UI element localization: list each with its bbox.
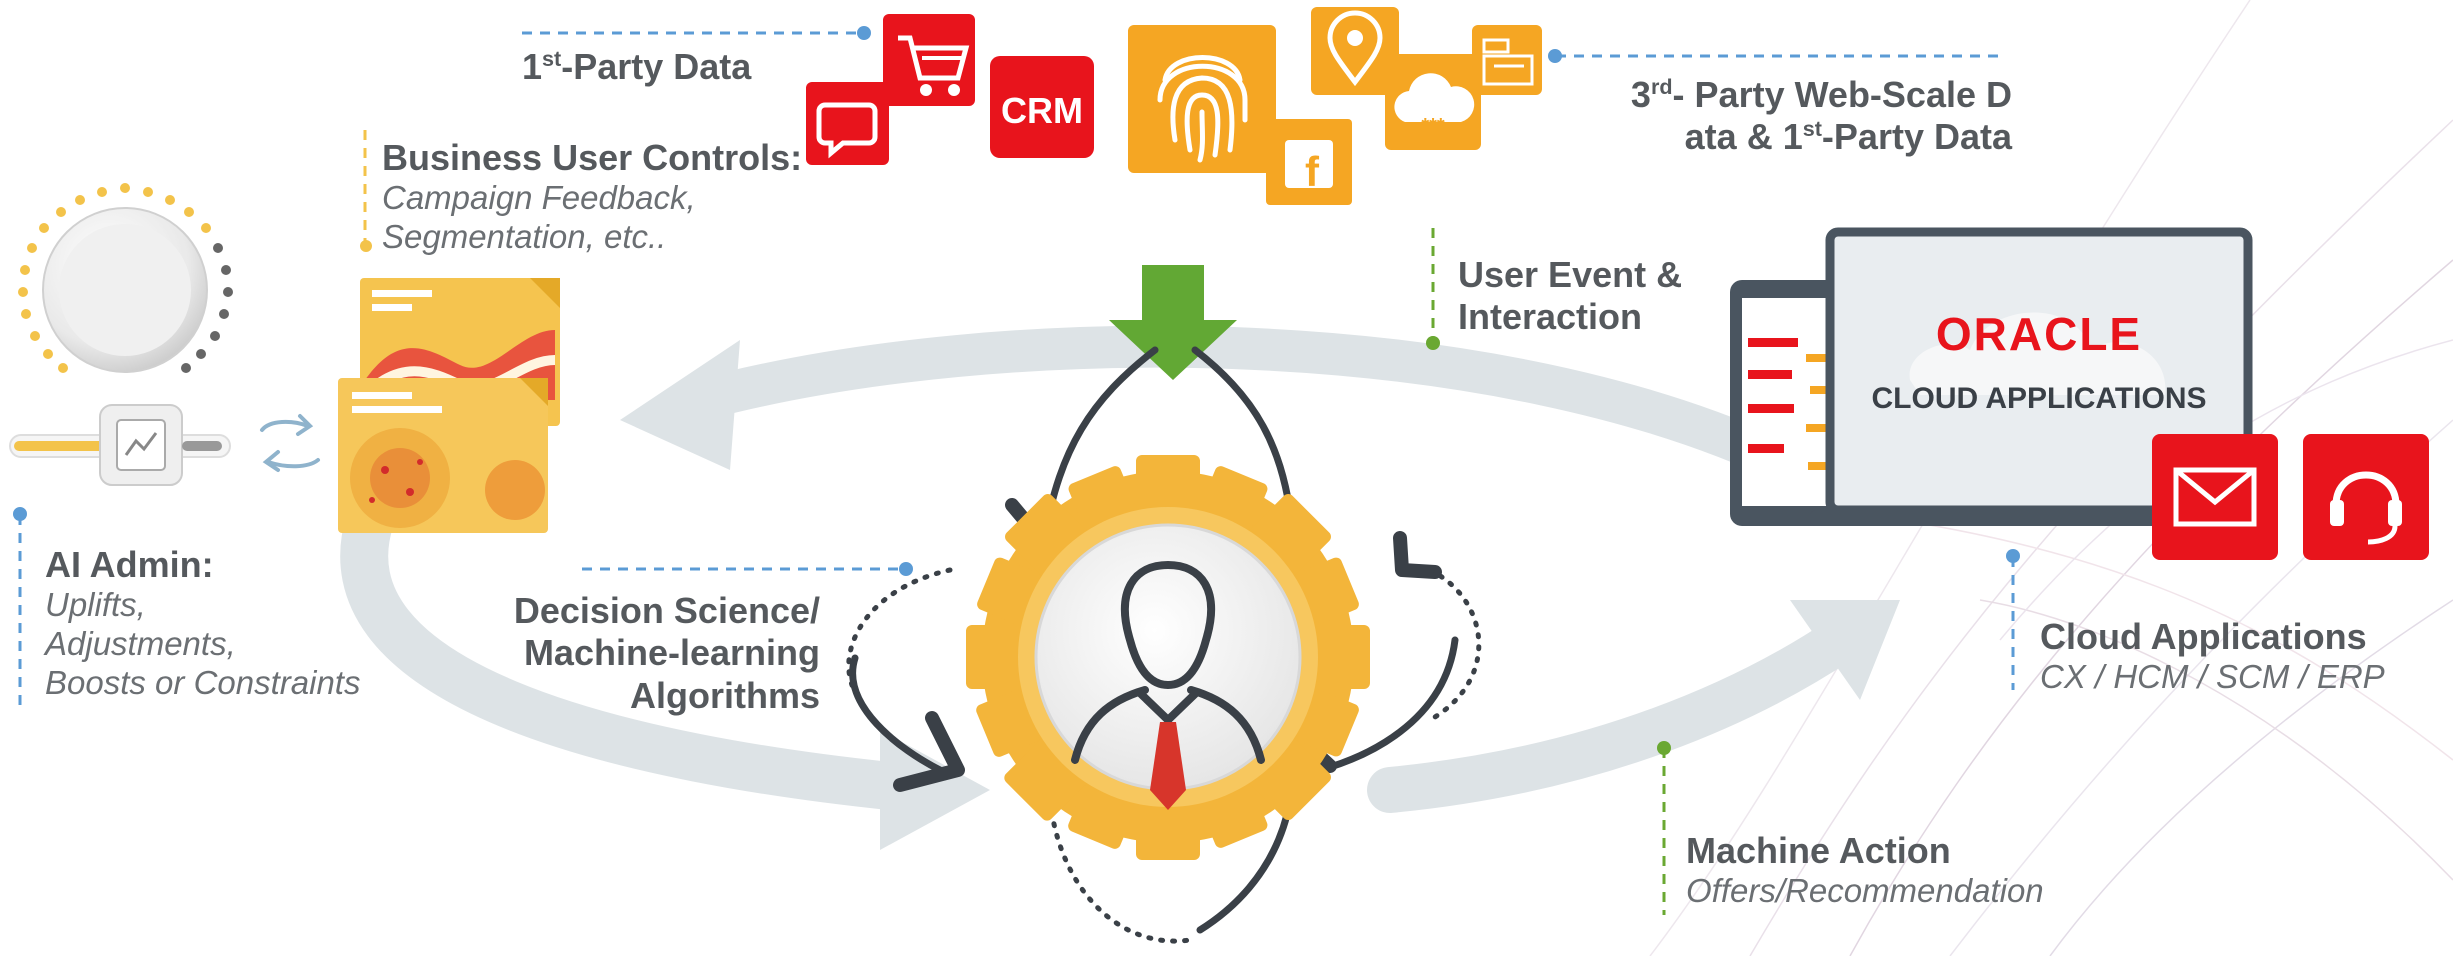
shopping-cart-icon (883, 14, 975, 106)
control-knob-icon[interactable] (18, 183, 233, 373)
flow-arrow-left-bottom (340, 496, 990, 850)
slider-icon[interactable] (9, 404, 231, 486)
flow-arrow-right (1367, 600, 1900, 813)
chat-bubble-icon (806, 82, 889, 165)
decision-science-line2: Machine-learning (523, 632, 820, 674)
user-event-line2: Interaction (1458, 296, 1643, 338)
user-event-line1: User Event & (1458, 254, 1683, 295)
facebook-letter: f (1305, 148, 1320, 195)
email-icon (2152, 434, 2278, 560)
laptop-icon: ORACLE CLOUD APPLICATIONS (1810, 227, 2270, 526)
leader-lines (18, 31, 2015, 915)
third-party-label: 3rd- Party Web-Scale D ata & 1st-Party D… (1630, 74, 2012, 158)
flow-arrow-top (620, 325, 1821, 491)
location-pin-icon (1311, 7, 1399, 95)
cloud-apps-subtitle: CX / HCM / SCM / ERP (2040, 658, 2385, 696)
user-event-label: User Event & Interaction (1458, 254, 1682, 339)
cloud-applications-label: Cloud Applications CX / HCM / SCM / ERP (2040, 616, 2385, 697)
decision-science-line1: Decision Science/ (513, 590, 820, 631)
headset-icon (2303, 434, 2429, 560)
cloud-password-icon: *** (1385, 54, 1481, 150)
business-user-line1: Campaign Feedback, (382, 179, 696, 217)
machine-action-subtitle: Offers/Recommendation (1686, 872, 2044, 910)
down-arrow-icon (1109, 265, 1237, 380)
refresh-arrows-icon (260, 414, 320, 472)
cloud-apps-title: Cloud Applications (2040, 616, 2367, 657)
crm-icon: CRM (990, 56, 1094, 158)
oracle-product: CLOUD APPLICATIONS (1872, 382, 2207, 415)
gear-icon (966, 455, 1370, 860)
machine-action-title: Machine Action (1686, 830, 1951, 871)
dotted-loops (846, 567, 1482, 944)
first-party-label: 1st-Party Data (522, 46, 752, 87)
crm-label: CRM (1001, 90, 1083, 131)
oracle-logo: ORACLE (1936, 308, 2142, 360)
ai-admin-line1: Uplifts, (45, 586, 146, 624)
machine-action-label: Machine Action Offers/Recommendation (1686, 830, 2044, 911)
leader-dots (13, 26, 2020, 755)
tie (1150, 722, 1186, 810)
cash-register-icon (1472, 25, 1542, 95)
business-user-controls-label: Business User Controls: Campaign Feedbac… (382, 137, 802, 257)
fingerprint-icon (1128, 25, 1276, 173)
business-user-title: Business User Controls: (382, 137, 803, 178)
facebook-icon: f (1266, 119, 1352, 205)
ai-admin-line3: Boosts or Constraints (45, 664, 361, 702)
ai-admin-line2: Adjustments, (45, 625, 236, 663)
ai-admin-label: AI Admin: Uplifts, Adjustments, Boosts o… (45, 544, 360, 703)
decision-science-label: Decision Science/ Machine-learning Algor… (470, 590, 820, 717)
person-icon (1071, 561, 1265, 764)
dashboard-reports-icon (338, 278, 560, 533)
business-user-line2: Segmentation, etc.. (382, 218, 667, 256)
background-strands (1649, 0, 2453, 956)
password-stars: *** (1421, 115, 1445, 137)
decision-science-line3: Algorithms (629, 674, 820, 716)
ai-admin-title: AI Admin: (45, 544, 214, 585)
